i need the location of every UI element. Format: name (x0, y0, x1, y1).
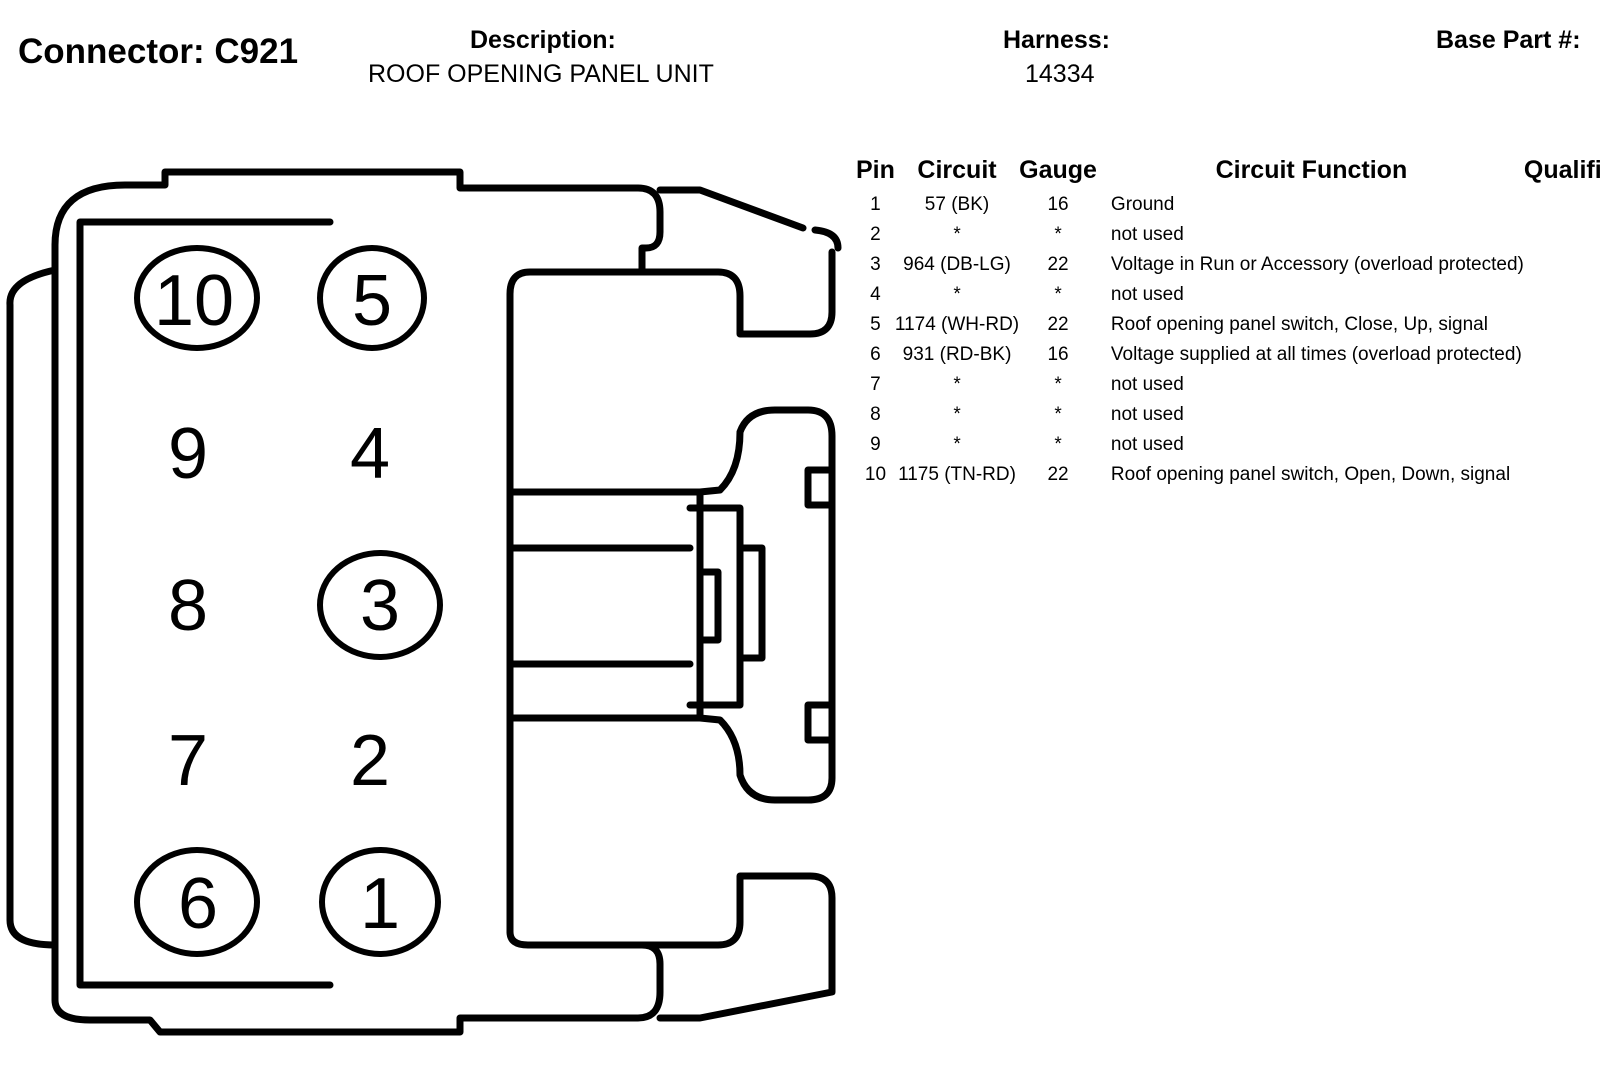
circuit-cell: 964 (DB-LG) (903, 254, 1011, 275)
inner-frame (76, 218, 334, 989)
circuit-cell: 57 (BK) (924, 194, 990, 215)
pin-cell: 2 (870, 224, 881, 245)
pin-label-4: 4 (350, 414, 390, 494)
function-cell: not used (1110, 404, 1184, 425)
gauge-cell: * (1054, 284, 1062, 305)
column-header-pin: Pin (856, 155, 895, 184)
pin-cell: 8 (870, 404, 881, 425)
base-part-label: Base Part #: (1436, 26, 1581, 54)
table-row: 2 * * not used (856, 220, 1600, 250)
qualifier-cell (1524, 280, 1600, 310)
table-row: 5 1174 (WH-RD) 22 Roof opening panel swi… (856, 310, 1600, 340)
table-row: 3 964 (DB-LG) 22 Voltage in Run or Acces… (856, 250, 1600, 280)
gauge-cell: 22 (1047, 464, 1069, 485)
pin-cell: 9 (870, 434, 881, 455)
qualifier-cell (1524, 340, 1600, 370)
qualifier-cell (1524, 220, 1600, 250)
function-cell: Voltage in Run or Accessory (overload pr… (1110, 254, 1524, 275)
circuit-cell: * (953, 434, 961, 455)
right-key (696, 406, 836, 804)
circuit-cell: 1175 (TN-RD) (898, 464, 1016, 485)
pin-cell: 3 (870, 254, 881, 275)
harness-label: Harness: (1003, 26, 1110, 54)
qualifier-cell (1524, 190, 1600, 220)
pin-table: Pin Circuit Gauge Circuit Function Quali… (856, 150, 1600, 490)
pin-cell: 5 (870, 314, 881, 335)
pin-label-1: 1 (360, 864, 400, 944)
circuit-cell: * (953, 374, 961, 395)
gauge-cell: 22 (1047, 314, 1069, 335)
description-value: ROOF OPENING PANEL UNIT (368, 60, 714, 88)
table-row: 1 57 (BK) 16 Ground (856, 190, 1600, 220)
pin-cell: 10 (864, 464, 887, 485)
circuit-cell: * (953, 404, 961, 425)
pin-label-6: 6 (178, 864, 218, 944)
column-header-gauge: Gauge (1019, 155, 1097, 184)
pin-label-7: 7 (168, 721, 208, 801)
function-cell: Roof opening panel switch, Open, Down, s… (1110, 464, 1511, 485)
function-cell: Voltage supplied at all times (overload … (1110, 344, 1522, 365)
column-header-circuit-function: Circuit Function (1215, 155, 1408, 184)
left-latch (6, 266, 59, 949)
pin-cell: 7 (870, 374, 881, 395)
pin-circle-6 (134, 847, 260, 957)
function-cell: not used (1110, 434, 1184, 455)
qualifier-cell (1524, 400, 1600, 430)
circuit-cell: 931 (RD-BK) (902, 344, 1012, 365)
table-row: 4 * * not used (856, 280, 1600, 310)
table-row: 9 * * not used (856, 430, 1600, 460)
gauge-cell: * (1054, 404, 1062, 425)
pin-cell: 6 (870, 344, 881, 365)
pin-circle-3 (317, 550, 443, 660)
pin-label-5: 5 (352, 261, 392, 341)
function-cell: Ground (1110, 194, 1175, 215)
function-cell: not used (1110, 224, 1184, 245)
function-cell: not used (1110, 374, 1184, 395)
function-cell: not used (1110, 284, 1184, 305)
function-cell: Roof opening panel switch, Close, Up, si… (1110, 314, 1488, 335)
pin-label-8: 8 (168, 566, 208, 646)
top-lock (656, 186, 807, 232)
qualifier-cell (1524, 430, 1600, 460)
circuit-cell: 1174 (WH-RD) (894, 314, 1020, 335)
table-row: 8 * * not used (856, 400, 1600, 430)
bottom-lock (506, 872, 836, 1022)
gauge-cell: * (1054, 434, 1062, 455)
connector-title: Connector: C921 (18, 32, 299, 71)
pin-circle-1 (319, 847, 441, 957)
pin-label-10: 10 (154, 261, 234, 341)
pin-cell: 1 (870, 194, 881, 215)
connector-outline (51, 168, 664, 274)
pin-circle-5 (317, 245, 427, 351)
table-header-row: Pin Circuit Gauge Circuit Function Quali… (856, 150, 1600, 190)
gauge-cell: 16 (1047, 344, 1069, 365)
harness-value: 14334 (1025, 60, 1095, 88)
table-row: 10 1175 (TN-RD) 22 Roof opening panel sw… (856, 460, 1600, 490)
circuit-cell: * (953, 284, 961, 305)
qualifier-cell (1524, 250, 1600, 280)
pin-label-2: 2 (350, 721, 390, 801)
gauge-cell: 22 (1047, 254, 1069, 275)
table-row: 6 931 (RD-BK) 16 Voltage supplied at all… (856, 340, 1600, 370)
gauge-cell: * (1054, 374, 1062, 395)
pin-cell: 4 (870, 284, 881, 305)
qualifier-cell (1524, 370, 1600, 400)
qualifier-cell (1524, 460, 1600, 490)
connector-face-diagram: 10 5 9 4 8 3 7 2 6 1 (6, 168, 842, 1036)
pin-label-9: 9 (168, 414, 208, 494)
pin-label-3: 3 (360, 566, 400, 646)
column-header-circuit: Circuit (917, 155, 997, 184)
gauge-cell: * (1054, 224, 1062, 245)
pin-circle-10 (134, 245, 260, 351)
circuit-cell: * (953, 224, 961, 245)
gauge-cell: 16 (1047, 194, 1069, 215)
description-label: Description: (470, 26, 616, 54)
table-row: 7 * * not used (856, 370, 1600, 400)
qualifier-cell (1524, 310, 1600, 340)
column-header-qualifier: Qualifier (1523, 155, 1600, 184)
